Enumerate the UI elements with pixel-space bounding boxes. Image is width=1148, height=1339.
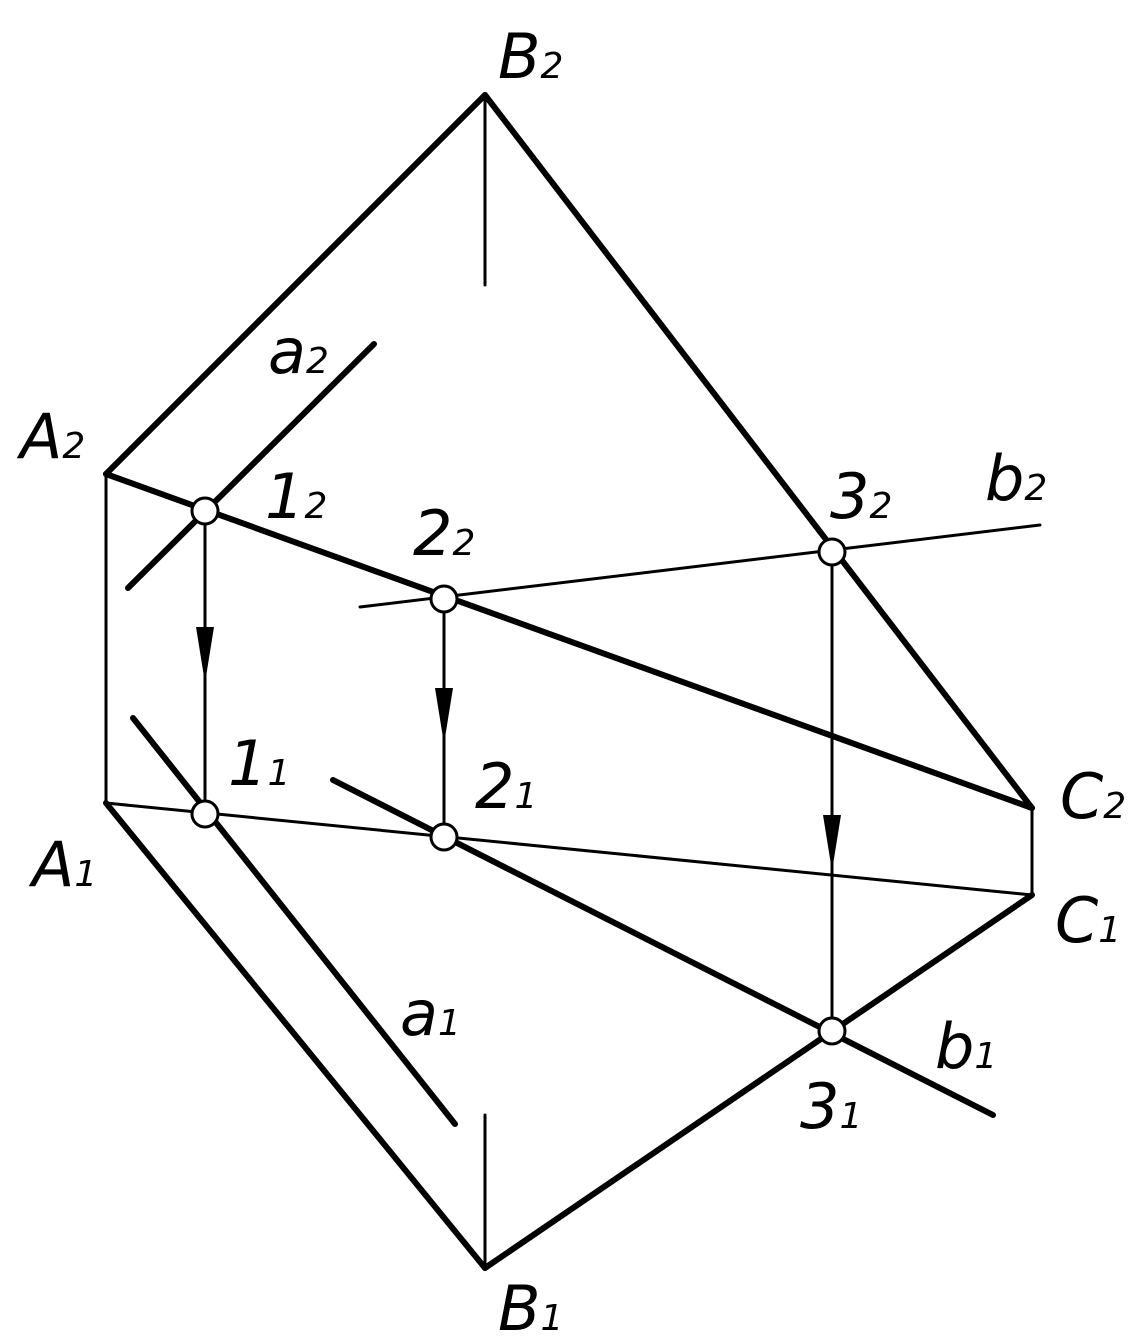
label-A2: A2	[16, 400, 85, 473]
label-point-3-2: 32	[830, 460, 892, 533]
point-1-2	[190, 496, 220, 526]
label-C1: C1	[1055, 884, 1121, 957]
line-a1	[130, 715, 458, 1127]
label-point-3-1: 31	[800, 1070, 862, 1143]
label-point-1-1: 11	[228, 727, 290, 800]
arrow-3	[823, 815, 841, 871]
point-2-1	[429, 822, 459, 852]
label-C2: C2	[1060, 760, 1126, 833]
arrow-2	[435, 688, 453, 744]
edge-B1-C1	[482, 892, 1035, 1271]
label-point-2-1: 21	[475, 750, 537, 823]
label-A1: A1	[28, 828, 97, 901]
edge-A2-B2	[103, 92, 488, 477]
edge-A1-C1	[104, 801, 1034, 897]
edge-B2-C2	[482, 92, 1035, 811]
label-a2: a2	[268, 315, 329, 388]
label-B1: B1	[498, 1272, 563, 1339]
arrow-1	[196, 627, 214, 683]
label-b1: b1	[935, 1010, 997, 1083]
label-a1: a1	[400, 977, 461, 1050]
label-point-1-2: 12	[265, 460, 327, 533]
edge-A1-B1	[103, 800, 488, 1271]
line-a2	[125, 341, 377, 591]
point-2-2	[429, 584, 459, 614]
point-1-1	[190, 799, 220, 829]
label-B2: B2	[498, 20, 563, 93]
line-b2	[358, 523, 1042, 609]
label-point-2-2: 22	[413, 497, 475, 570]
point-3-2	[817, 537, 847, 567]
point-3-1	[817, 1016, 847, 1046]
edge-A2-C2	[103, 471, 1035, 811]
label-b2: b2	[985, 442, 1047, 515]
